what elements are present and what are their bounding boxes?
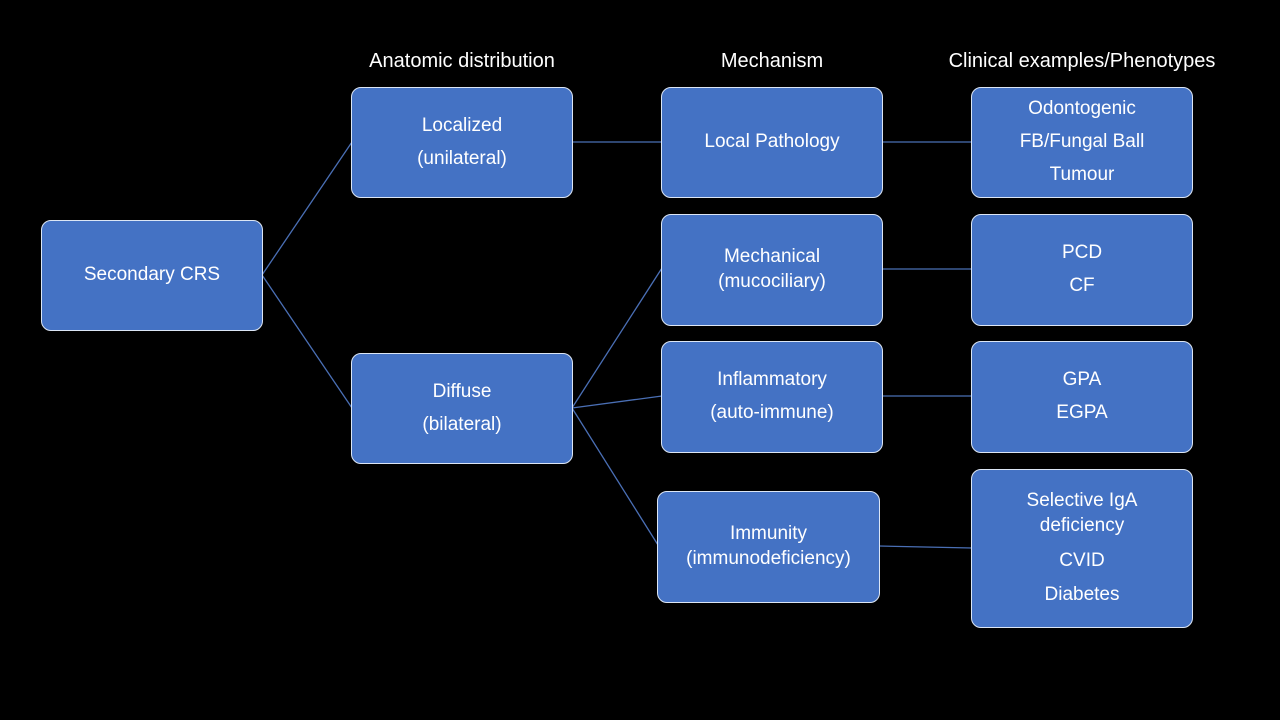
node-text: GPA: [1062, 369, 1102, 391]
node-text: FB/Fungal Ball: [1019, 131, 1145, 153]
node-text: Tumour: [1049, 163, 1115, 185]
node-localized: Localized (unilateral): [351, 87, 573, 198]
node-immunity: Immunity (immunodeficiency): [657, 491, 880, 603]
connector-diffuse-immunity: [571, 407, 659, 546]
node-clinical-inflammatory: GPA EGPA: [971, 341, 1193, 453]
node-text: Mechanical: [723, 246, 821, 268]
node-text: Inflammatory: [717, 369, 827, 391]
node-text: Immunity: [729, 523, 808, 545]
node-diffuse: Diffuse (bilateral): [351, 353, 573, 464]
connector-diffuse-inflammatory: [571, 395, 663, 409]
node-text: CVID: [1059, 549, 1105, 571]
node-text: (auto-immune): [710, 402, 834, 423]
node-clinical-immunity: Selective IgA deficiency CVID Diabetes: [971, 469, 1193, 628]
header-anatomic-distribution: Anatomic distribution: [369, 50, 555, 72]
node-inflammatory: Inflammatory (auto-immune): [661, 341, 883, 453]
node-secondary-crs: Secondary CRS: [41, 220, 263, 331]
node-text: Local Pathology: [704, 131, 840, 153]
node-text: Selective IgA: [1026, 490, 1138, 512]
node-clinical-mechanical: PCD CF: [971, 214, 1193, 326]
node-text: Localized: [421, 114, 503, 136]
node-text: Secondary CRS: [83, 264, 221, 286]
node-text: (bilateral): [422, 413, 502, 435]
node-text: EGPA: [1056, 402, 1108, 423]
node-clinical-local: Odontogenic FB/Fungal Ball Tumour: [971, 87, 1193, 198]
node-local-pathology: Local Pathology: [661, 87, 883, 198]
node-text: (unilateral): [417, 147, 507, 169]
node-text: deficiency: [1039, 514, 1125, 536]
node-text: Diffuse: [432, 380, 492, 402]
node-text: Diabetes: [1044, 584, 1120, 606]
header-mechanism: Mechanism: [720, 50, 824, 72]
node-text: CF: [1069, 275, 1095, 296]
node-text: Odontogenic: [1028, 98, 1136, 120]
node-text: (immunodeficiency): [686, 548, 851, 569]
node-mechanical: Mechanical (mucociliary): [661, 214, 883, 326]
node-text: (mucociliary): [718, 271, 826, 292]
header-clinical-examples: Clinical examples/Phenotypes: [948, 50, 1216, 72]
connector-root-localized: [261, 141, 353, 276]
connector-root-diffuse: [261, 274, 353, 409]
connector-immunity-clinical: [878, 545, 973, 549]
connector-diffuse-mechanical: [571, 267, 663, 409]
node-text: PCD: [1061, 242, 1103, 264]
